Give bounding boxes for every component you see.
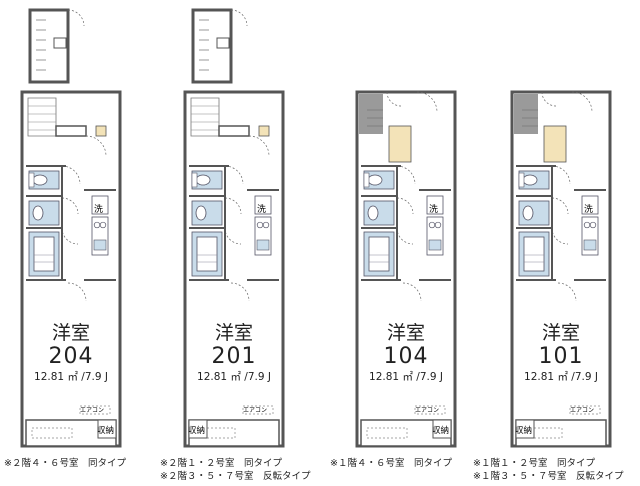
wash-label-201: 洗: [257, 203, 266, 215]
note-line: ※２階３・５・７号室 反転タイプ: [160, 471, 311, 482]
aircon-label-101: エアコン: [570, 407, 594, 414]
note-101: ※１階１・２号室 同タイプ ※１階３・５・７号室 反転タイプ: [473, 457, 623, 483]
note-201: ※２階１・２号室 同タイプ ※２階３・５・７号室 反転タイプ: [160, 457, 310, 483]
note-line: ※２階４・６号室 同タイプ: [4, 458, 126, 469]
room-label-204: 洋室 204 12.81 ㎡ /7.9 J: [22, 322, 120, 384]
unit-plan-101: [510, 90, 612, 448]
unit-plan-104: [355, 90, 457, 448]
room-number: 204: [48, 344, 94, 369]
storage-label-204: 収納: [97, 425, 114, 436]
aircon-label-104: エアコン: [415, 407, 439, 414]
unit-plan-201: [183, 8, 285, 448]
wash-label-101: 洗: [584, 203, 593, 215]
storage-label-201: 収納: [188, 425, 205, 436]
room-area: 12.81 ㎡ /7.9 J: [197, 371, 271, 383]
note-line: ※１階１・２号室 同タイプ: [473, 458, 595, 469]
note-line: ※１階３・５・７号室 反転タイプ: [473, 471, 624, 482]
note-line: ※１階４・６号室 同タイプ: [330, 458, 452, 469]
aircon-label-201: エアコン: [243, 407, 267, 414]
room-label-101: 洋室 101 12.81 ㎡ /7.9 J: [512, 322, 610, 384]
room-type: 洋室: [541, 322, 580, 344]
room-number: 104: [383, 344, 429, 369]
note-104: ※１階４・６号室 同タイプ: [330, 457, 452, 470]
room-area: 12.81 ㎡ /7.9 J: [369, 371, 443, 383]
room-type: 洋室: [51, 322, 90, 344]
room-area: 12.81 ㎡ /7.9 J: [524, 371, 598, 383]
unit-plan-204: [20, 8, 122, 448]
room-type: 洋室: [214, 322, 253, 344]
storage-label-104: 収納: [432, 425, 449, 436]
wash-label-204: 洗: [94, 203, 103, 215]
room-number: 101: [538, 344, 584, 369]
room-area: 12.81 ㎡ /7.9 J: [34, 371, 108, 383]
room-label-201: 洋室 201 12.81 ㎡ /7.9 J: [185, 322, 283, 384]
room-number: 201: [211, 344, 257, 369]
room-label-104: 洋室 104 12.81 ㎡ /7.9 J: [357, 322, 455, 384]
room-type: 洋室: [386, 322, 425, 344]
storage-label-101: 収納: [515, 425, 532, 436]
note-204: ※２階４・６号室 同タイプ: [4, 457, 126, 470]
wash-label-104: 洗: [429, 203, 438, 215]
aircon-label-204: エアコン: [80, 407, 104, 414]
note-line: ※２階１・２号室 同タイプ: [160, 458, 282, 469]
